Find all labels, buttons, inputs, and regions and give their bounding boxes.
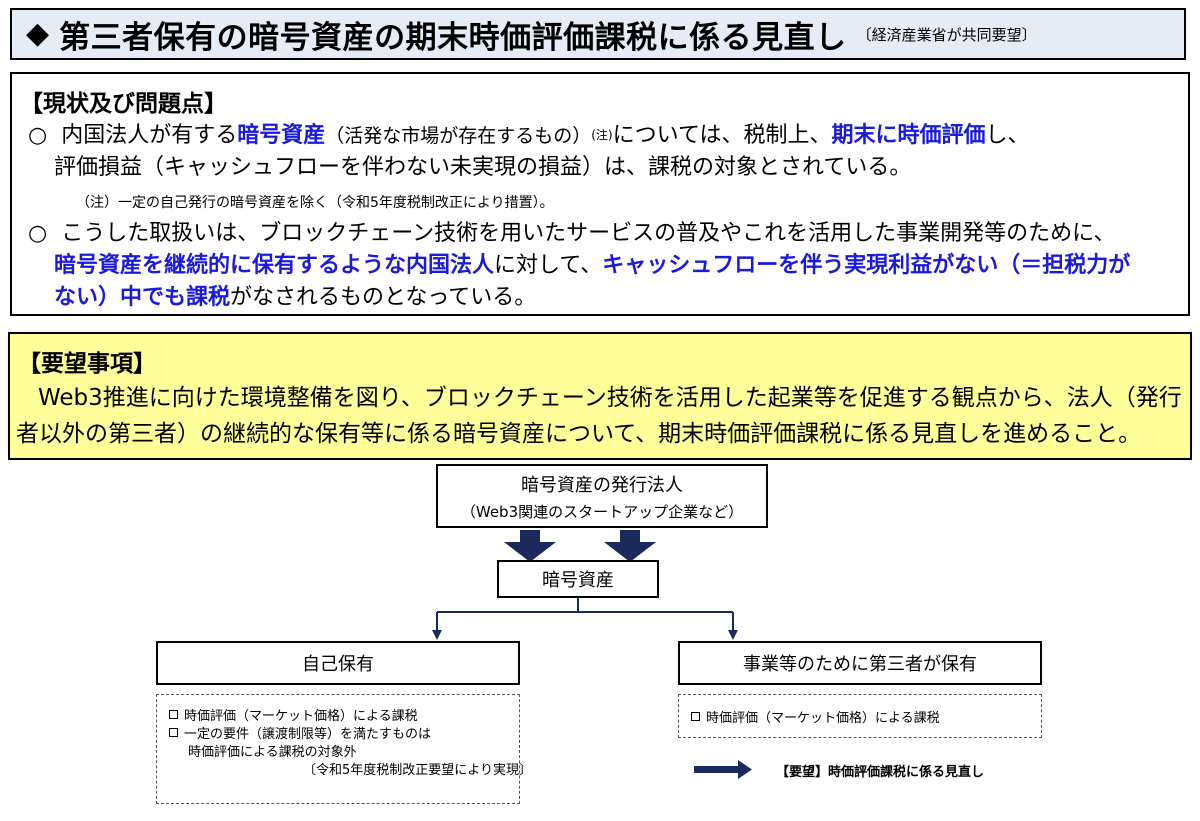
legend-arrow-shaft	[694, 766, 740, 773]
bullet-circle: ○	[28, 221, 48, 246]
status-item-2-line-2: 暗号資産を継続的に保有するような内国法人に対して、キャッシュフローを伴う実現利益…	[54, 253, 1131, 278]
self-holding-label: 自己保有	[302, 654, 374, 675]
bullet-circle: ○	[28, 123, 48, 148]
square-bullet-icon	[169, 710, 178, 719]
issuer-name: 暗号資産の発行法人	[521, 474, 683, 496]
third-party-box: 事業等のために第三者が保有	[678, 641, 1042, 685]
legend-label: 【要望】時価評価課税に係る見直し	[776, 765, 985, 780]
down-arrow-left	[504, 530, 556, 562]
self-holding-note: 〔令和5年度税制改正要望により実現〕	[303, 763, 533, 778]
self-holding-box: 自己保有	[156, 641, 520, 685]
page-title: 第三者保有の暗号資産の期末時価評価課税に係る見直し	[59, 19, 847, 56]
third-party-item-1: 時価評価（マーケット価格）による課税	[691, 707, 940, 726]
request-section: 【要望事項】 Web3推進に向けた環境整備を図り、ブロックチェーン技術を活用した…	[8, 332, 1192, 460]
self-holding-item-1: 時価評価（マーケット価格）による課税	[169, 705, 418, 724]
issuer-subtitle: （Web3関連のスタートアップ企業など）	[460, 502, 744, 521]
diamond-icon: ◆	[26, 16, 50, 51]
self-holding-item-2: 一定の要件（譲渡制限等）を満たすものは	[169, 723, 431, 742]
arrowhead-left	[432, 630, 442, 640]
status-section: 【現状及び問題点】 ○ 内国法人が有する暗号資産（活発な市場が存在するもの）(注…	[10, 72, 1190, 316]
title-bar: ◆ 第三者保有の暗号資産の期末時価評価課税に係る見直し 〔経済産業省が共同要望〕	[10, 8, 1186, 60]
square-bullet-icon	[169, 728, 178, 737]
square-bullet-icon	[691, 712, 700, 721]
asset-box: 暗号資産	[497, 560, 659, 598]
status-item-2-line-1: ○ こうした取扱いは、ブロックチェーン技術を用いたサービスの普及やこれを活用した…	[28, 221, 1116, 246]
arrowhead-right	[728, 630, 738, 640]
status-item-1-line-1: ○ 内国法人が有する暗号資産（活発な市場が存在するもの）(注)については、税制上…	[28, 123, 1030, 148]
down-arrow-right	[604, 530, 656, 562]
title-note: 〔経済産業省が共同要望〕	[856, 25, 1037, 44]
self-holding-details: 時価評価（マーケット価格）による課税 一定の要件（譲渡制限等）を満たすものは 時…	[156, 694, 532, 804]
request-line-2: 者以外の第三者）の継続的な保有等に係る暗号資産について、期末時価評価課税に係る見…	[16, 421, 1142, 447]
issuer-box: 暗号資産の発行法人 （Web3関連のスタートアップ企業など）	[436, 464, 768, 528]
status-item-1-line-2: 評価損益（キャッシュフローを伴わない未実現の損益）は、課税の対象とされている。	[54, 155, 912, 180]
status-item-2-line-3: ない）中でも課税がなされるものとなっている。	[54, 285, 537, 310]
request-heading: 【要望事項】	[18, 351, 156, 377]
asset-label: 暗号資産	[542, 570, 614, 591]
status-heading: 【現状及び問題点】	[20, 91, 227, 117]
self-holding-item-2-continuation: 時価評価による課税の対象外	[188, 745, 357, 760]
third-party-label: 事業等のために第三者が保有	[743, 654, 977, 675]
status-footnote: （注）一定の自己発行の暗号資産を除く（令和5年度税制改正により措置）。	[76, 195, 554, 211]
legend-arrow-head	[738, 760, 752, 779]
request-line-1: Web3推進に向けた環境整備を図り、ブロックチェーン技術を活用した起業等を促進す…	[38, 385, 1182, 411]
third-party-details: 時価評価（マーケット価格）による課税	[678, 694, 1042, 738]
